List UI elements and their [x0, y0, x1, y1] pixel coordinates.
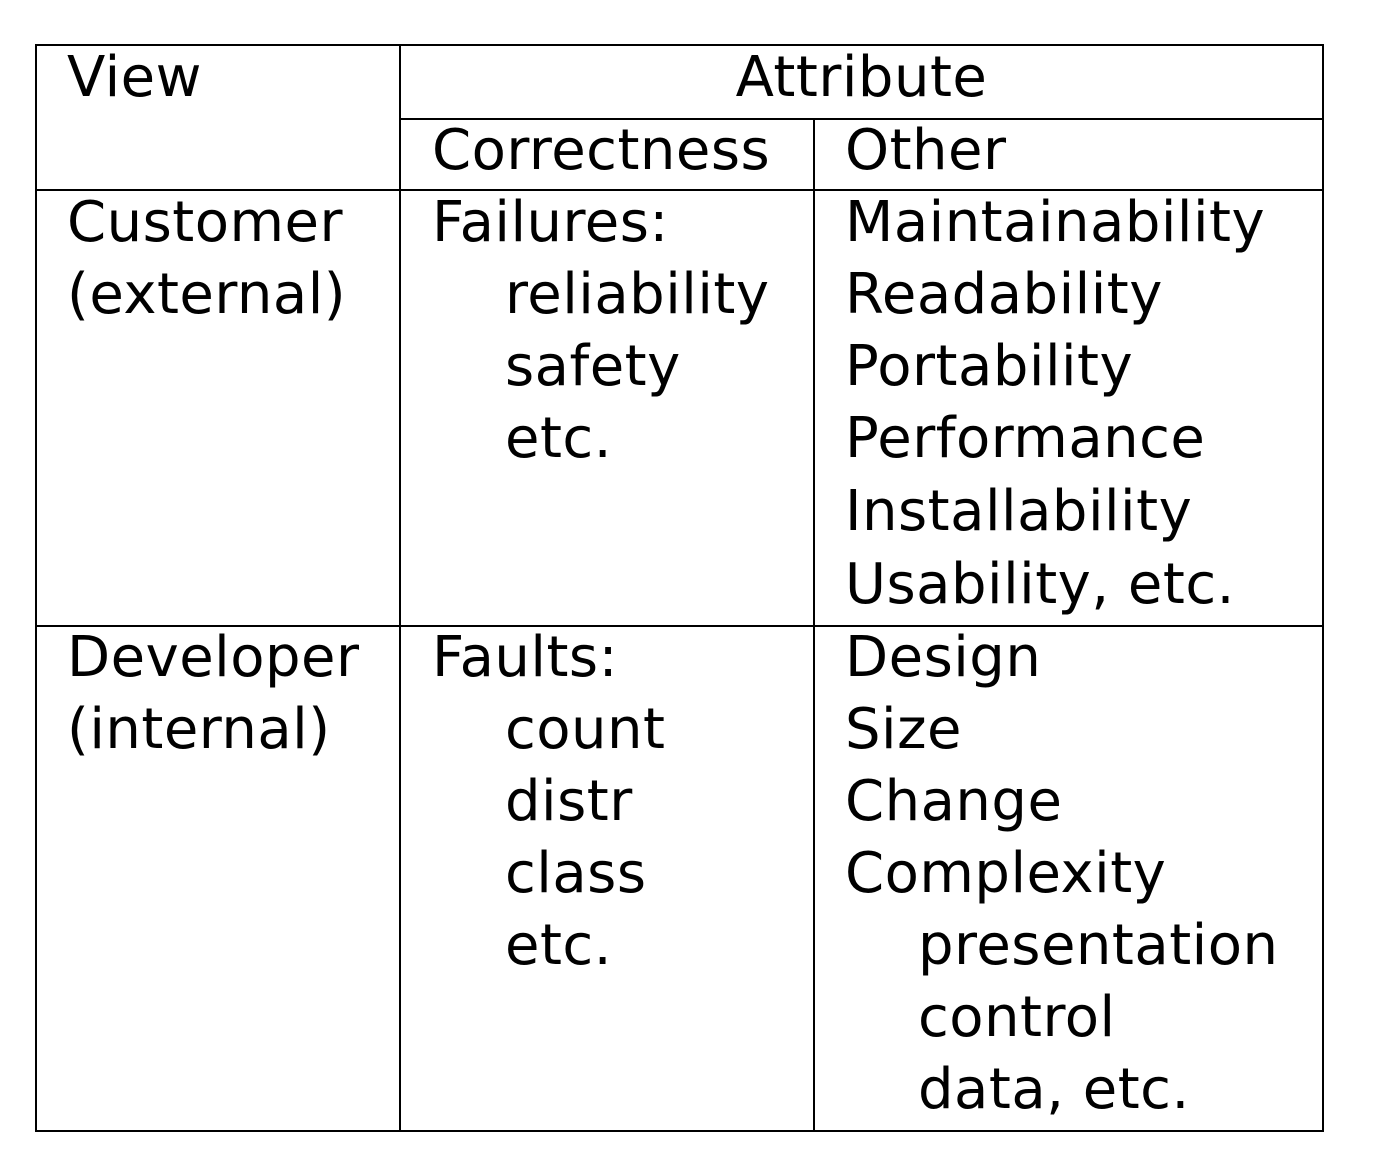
- row-developer-other-item: Complexity: [845, 841, 1167, 906]
- row-customer-view-line-2: (external): [67, 262, 347, 327]
- table-right-border: [1322, 44, 1324, 1132]
- row-divider: [35, 625, 1324, 627]
- row-developer-view-line-1: Developer: [67, 625, 360, 690]
- table-left-border: [35, 44, 37, 1132]
- row-customer-correctness-item: safety: [505, 334, 681, 399]
- header-other: Other: [845, 118, 1007, 183]
- row-customer-correctness-item: etc.: [505, 406, 612, 471]
- row-developer-other-item: Size: [845, 697, 962, 762]
- header-attribute: Attribute: [735, 45, 988, 110]
- row-customer-other-item: Readability: [845, 262, 1163, 327]
- row-developer-view-line-2: (internal): [67, 697, 331, 762]
- correctness-column-divider: [813, 118, 815, 1132]
- row-developer-correctness-item: count: [505, 697, 666, 762]
- row-customer-other-item: Performance: [845, 406, 1206, 471]
- row-customer-other-item: Maintainability: [845, 190, 1266, 255]
- row-developer-other-item: Design: [845, 625, 1042, 690]
- row-developer-other-subitem: presentation: [918, 913, 1279, 978]
- row-customer-other-item: Installability: [845, 479, 1193, 544]
- row-customer-view-line-1: Customer: [67, 190, 344, 255]
- header-bottom-border: [35, 189, 1324, 191]
- row-developer-correctness-item: class: [505, 841, 647, 906]
- table-top-border: [35, 44, 1324, 46]
- row-customer-correctness-title: Failures:: [432, 190, 669, 255]
- row-customer-correctness-item: reliability: [505, 262, 770, 327]
- row-developer-other-item: Change: [845, 769, 1063, 834]
- row-developer-other-subitem: control: [918, 985, 1116, 1050]
- row-developer-correctness-item: etc.: [505, 913, 612, 978]
- view-column-divider: [399, 44, 401, 1132]
- row-developer-correctness-title: Faults:: [432, 625, 618, 690]
- table-bottom-border: [35, 1130, 1324, 1132]
- row-developer-other-subitem: data, etc.: [918, 1057, 1190, 1122]
- row-developer-correctness-item: distr: [505, 769, 633, 834]
- attribute-subheader-divider: [399, 118, 1324, 120]
- row-customer-other-item: Usability, etc.: [845, 552, 1235, 617]
- header-correctness: Correctness: [432, 118, 771, 183]
- header-view: View: [67, 45, 202, 110]
- row-customer-other-item: Portability: [845, 334, 1134, 399]
